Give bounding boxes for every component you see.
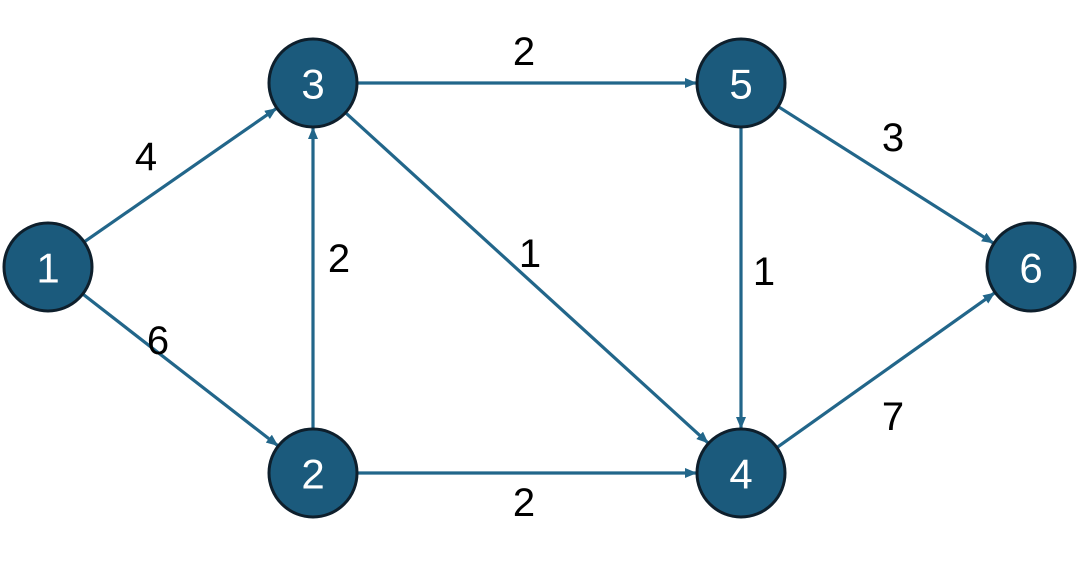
edge-weight-1-to-2: 6 [147, 319, 169, 363]
edge-1-to-2 [81, 292, 279, 447]
node-label-1: 1 [36, 245, 59, 292]
nodes-layer: 1 2 3 4 5 6 [2, 37, 1077, 519]
node-label-2: 2 [301, 451, 324, 498]
edge-weight-4-to-6: 7 [882, 395, 904, 439]
node-label-4: 4 [729, 451, 752, 498]
edges-layer [81, 78, 996, 478]
node-2: 2 [267, 427, 359, 519]
edge-4-to-6 [775, 291, 996, 449]
node-label-5: 5 [729, 61, 752, 108]
edge-weight-1-to-3: 4 [135, 135, 157, 179]
edge-weight-2-to-4: 2 [513, 481, 535, 525]
node-label-3: 3 [301, 61, 324, 108]
node-5: 5 [695, 37, 787, 129]
edge-1-to-3 [83, 107, 277, 244]
node-circle-4 [695, 427, 787, 519]
node-label-6: 6 [1019, 245, 1042, 292]
node-circle-1 [2, 221, 94, 313]
edge-weight-5-to-6: 3 [882, 116, 904, 160]
weights-layer: 4 6 2 2 1 2 1 3 7 [135, 30, 904, 525]
node-circle-3 [267, 37, 359, 129]
edge-weight-2-to-3: 2 [328, 237, 350, 281]
node-1: 1 [2, 221, 94, 313]
edge-weight-3-to-5: 2 [513, 30, 535, 74]
edge-weight-3-to-4: 1 [519, 232, 541, 276]
edge-3-to-4 [344, 111, 709, 444]
node-6: 6 [985, 221, 1077, 313]
node-4: 4 [695, 427, 787, 519]
node-circle-5 [695, 37, 787, 129]
node-circle-6 [985, 221, 1077, 313]
edge-5-to-6 [777, 105, 994, 245]
node-3: 3 [267, 37, 359, 129]
node-circle-2 [267, 427, 359, 519]
edge-weight-5-to-4: 1 [753, 250, 775, 294]
